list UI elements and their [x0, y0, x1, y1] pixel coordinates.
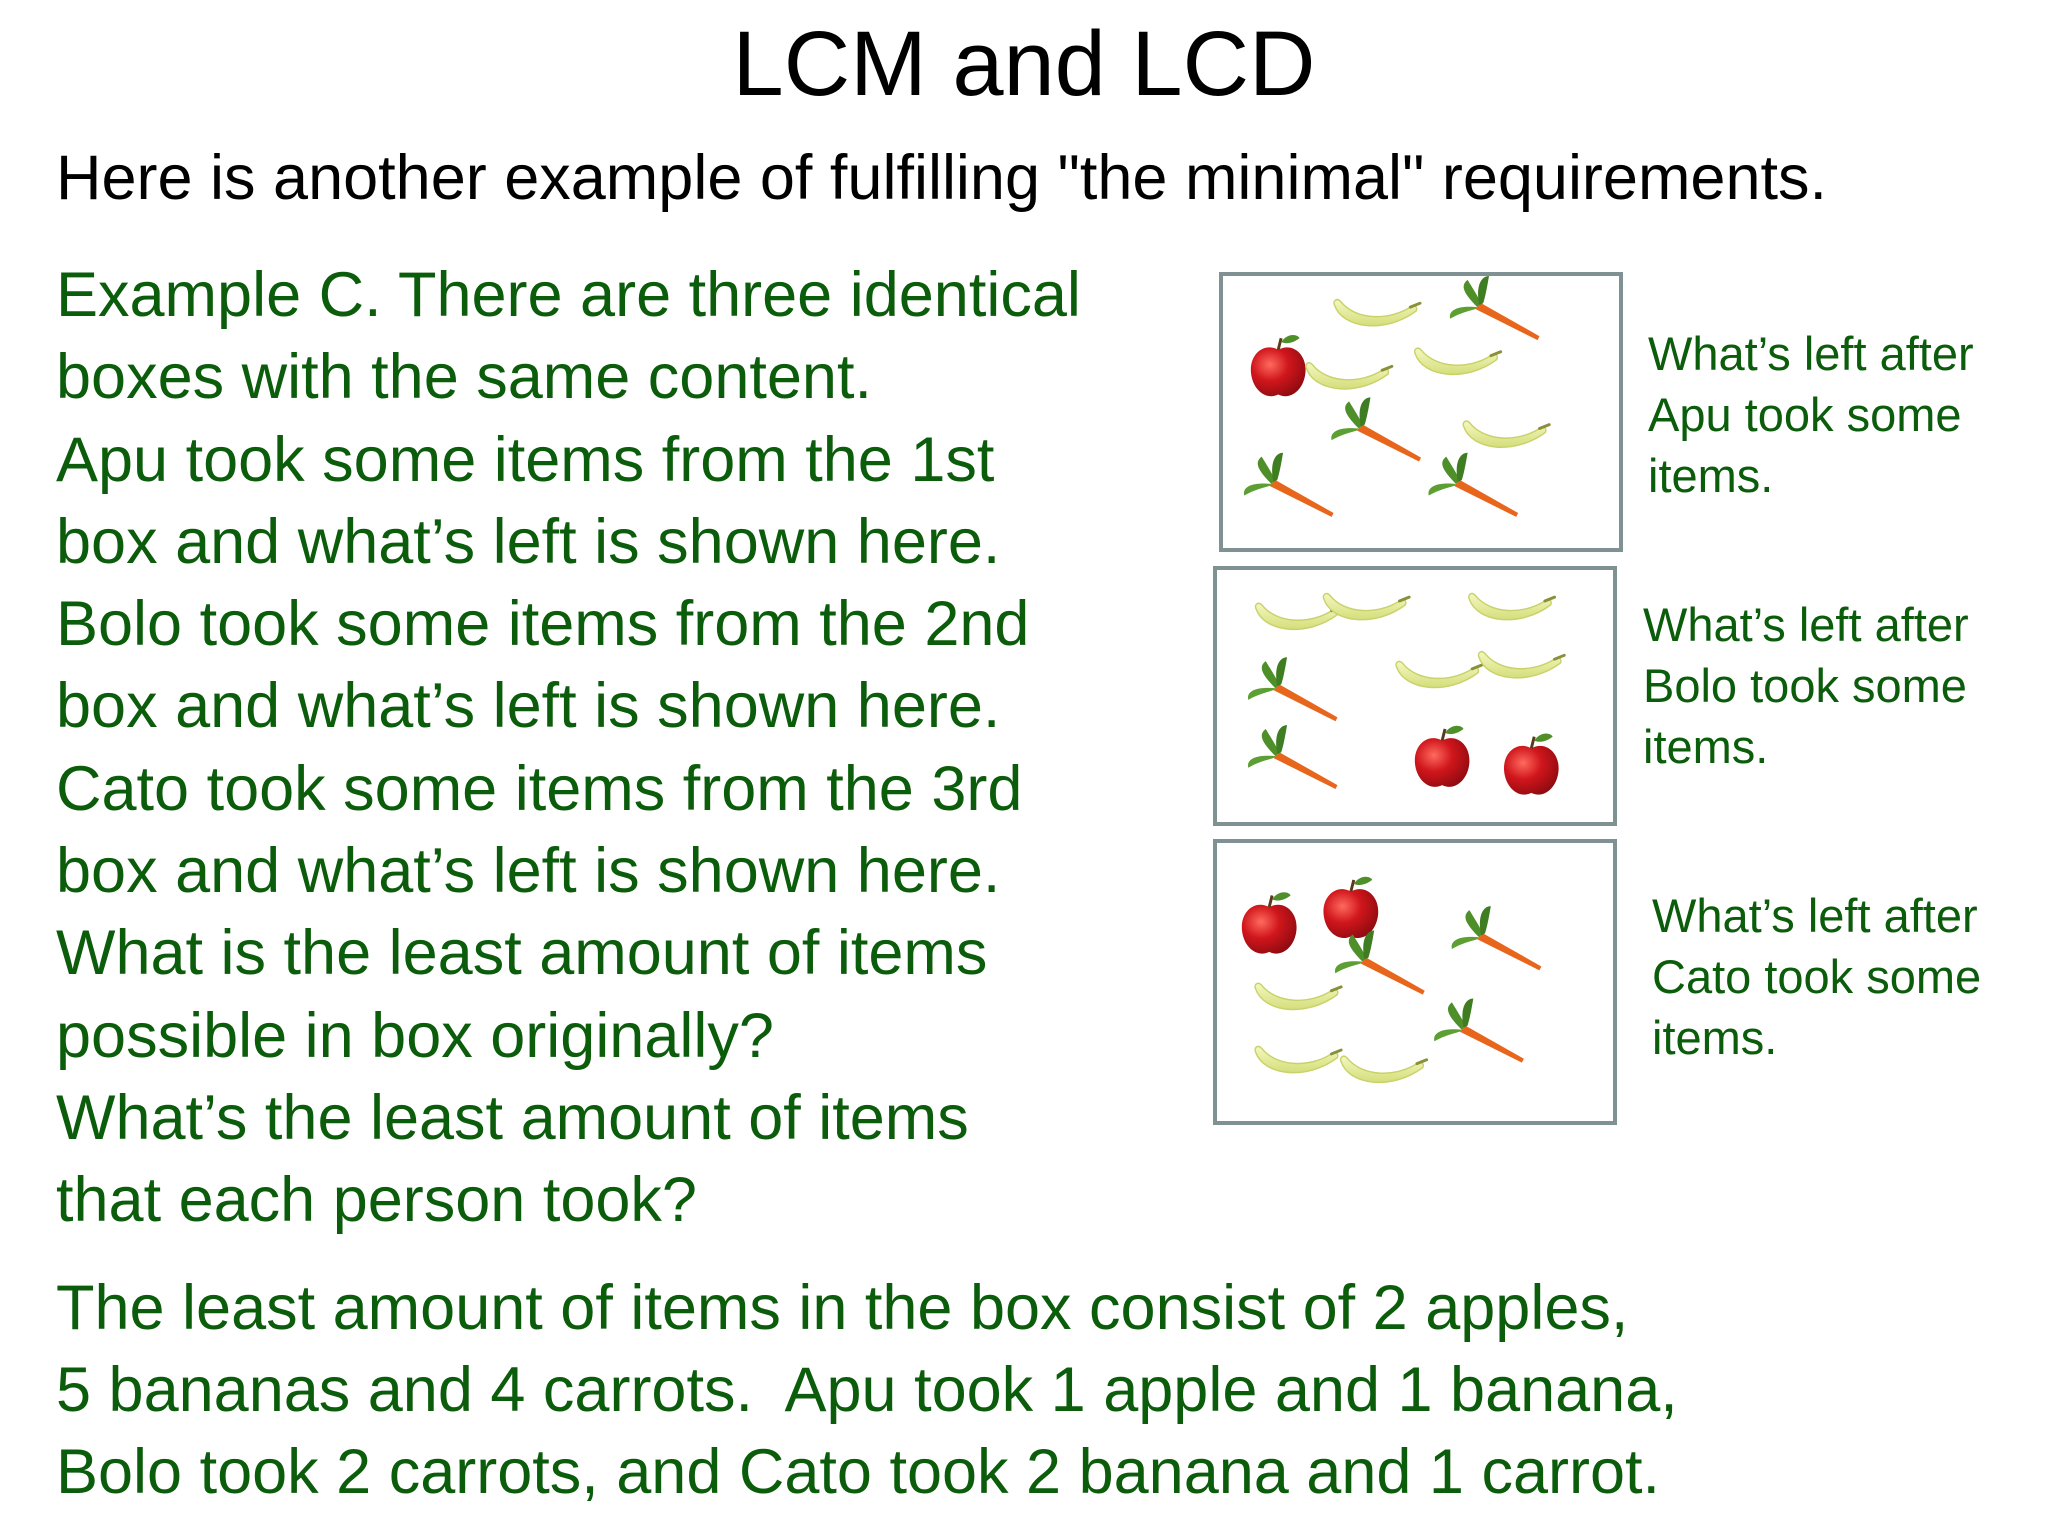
answer-line: The least amount of items in the box con… [56, 1273, 1629, 1343]
carrot-icon [1331, 397, 1421, 462]
box-apu-items [1243, 276, 1551, 517]
caption-bolo: What’s left after Bolo took some items. [1643, 594, 1969, 777]
problem-line: box and what’s left is shown here. [56, 671, 1001, 742]
banana-icon [1332, 298, 1422, 328]
answer-line: 5 bananas and 4 carrots. Apu took 1 appl… [56, 1355, 1678, 1425]
carrot-icon [1248, 657, 1338, 722]
apple-icon [1322, 875, 1380, 940]
carrot-icon [1449, 276, 1540, 341]
apple-icon [1249, 333, 1308, 398]
carrot-icon [1335, 930, 1425, 995]
caption-line: items. [1652, 1011, 1778, 1064]
problem-line: Cato took some items from the 3rd [56, 753, 1023, 824]
caption-line: items. [1643, 720, 1769, 773]
caption-line: Apu took some [1648, 388, 1962, 441]
page-subtitle: Here is another example of fulfilling "t… [56, 143, 1828, 213]
carrot-icon [1248, 725, 1338, 790]
banana-icon [1394, 659, 1484, 690]
carrot-icon [1451, 906, 1542, 971]
answer-line: Bolo took 2 carrots, and Cato took 2 ban… [56, 1437, 1661, 1507]
banana-icon [1413, 346, 1503, 376]
apple-icon [1240, 890, 1299, 956]
carrot-icon [1428, 452, 1519, 517]
caption-line: What’s left after [1652, 889, 1978, 942]
problem-line: Apu took some items from the 1st [56, 424, 995, 495]
problem-line: boxes with the same content. [56, 342, 872, 413]
box-bolo-items [1248, 592, 1566, 797]
problem-text: Example C. There are three identical box… [56, 254, 1206, 1242]
problem-line: Bolo took some items from the 2nd [56, 589, 1030, 660]
banana-icon [1339, 1054, 1429, 1084]
carrot-icon [1434, 998, 1524, 1063]
caption-line: Bolo took some [1643, 659, 1967, 712]
answer-text: The least amount of items in the box con… [56, 1267, 1678, 1513]
banana-icon [1467, 592, 1557, 622]
banana-icon [1461, 419, 1551, 449]
apple-icon [1413, 724, 1471, 789]
caption-line: What’s left after [1643, 598, 1969, 651]
caption-line: Cato took some [1652, 950, 1982, 1003]
banana-icon [1253, 981, 1343, 1011]
caption-apu: What’s left after Apu took some items. [1648, 323, 1974, 506]
problem-line: box and what’s left is shown here. [56, 836, 1001, 907]
problem-line: What’s the least amount of items [56, 1082, 969, 1153]
apple-icon [1502, 732, 1561, 797]
problem-line: box and what’s left is shown here. [56, 506, 1001, 577]
problem-line: possible in box originally? [56, 1000, 774, 1071]
box-cato [1213, 839, 1617, 1125]
caption-line: What’s left after [1648, 327, 1974, 380]
page-title: LCM and LCD [732, 13, 1316, 115]
box-cato-items [1240, 875, 1542, 1084]
carrot-icon [1243, 452, 1334, 517]
box-apu [1219, 272, 1623, 552]
banana-icon [1304, 361, 1394, 391]
banana-icon [1476, 650, 1566, 680]
box-bolo [1213, 566, 1617, 826]
banana-icon [1253, 1045, 1343, 1075]
problem-line: that each person took? [56, 1165, 697, 1236]
caption-line: items. [1648, 449, 1774, 502]
problem-line: What is the least amount of items [56, 918, 988, 989]
problem-line: Example C. There are three identical [56, 260, 1081, 330]
caption-cato: What’s left after Cato took some items. [1652, 885, 1981, 1068]
